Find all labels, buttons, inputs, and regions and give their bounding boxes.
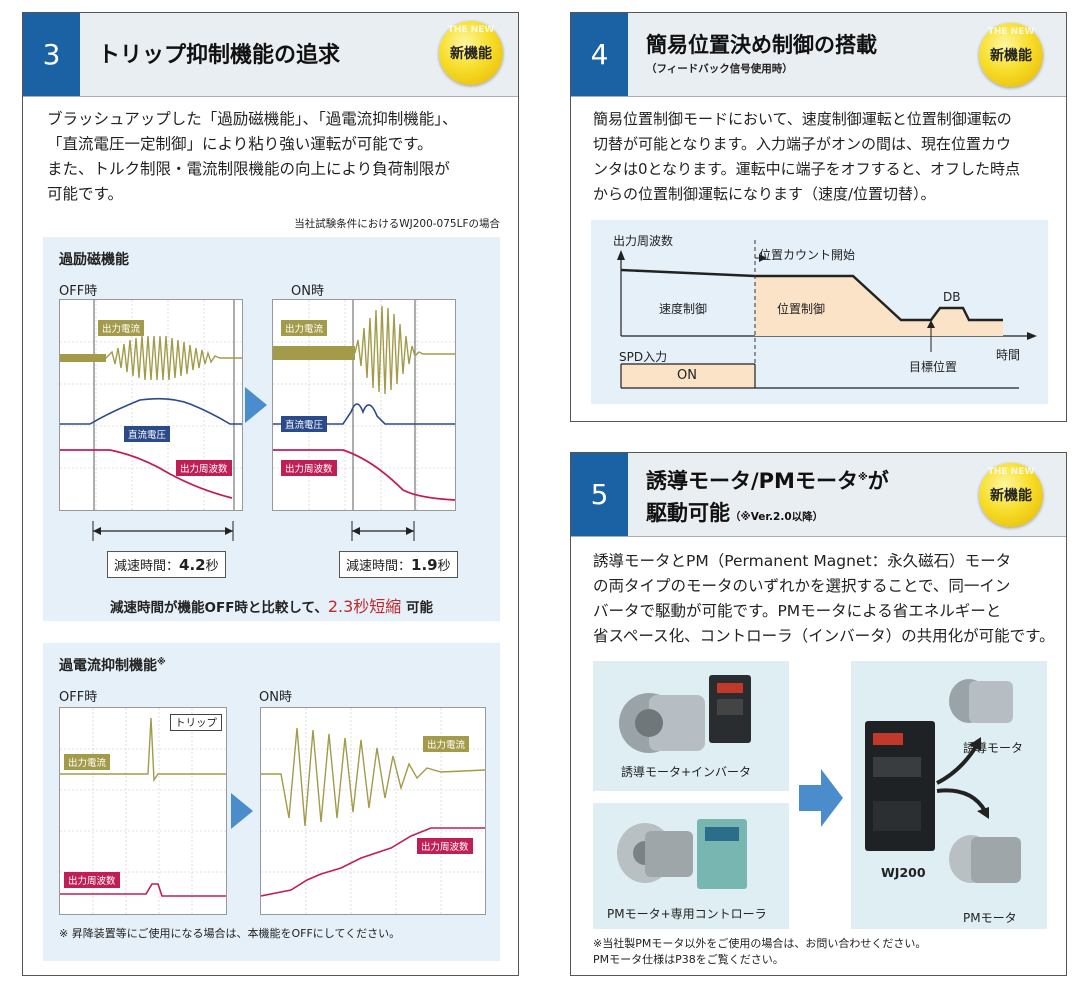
pm-motor-controller-image: PMモータ+専用コントローラ [593,803,789,929]
right-pm-label: PMモータ [963,911,1017,925]
box1-on-tag-voltage: 直流電圧 [281,416,328,432]
section-5-number: 5 [571,453,628,536]
section-4-header: 4 簡易位置決め制御の搭載 （フィードバック信号使用時） THE NEW 新機能 [571,13,1066,97]
box2-on-tag-current: 出力電流 [423,736,470,752]
new-feature-badge: THE NEW 新機能 [439,21,503,85]
box1-decel-on: 減速時間：1.9秒 [339,551,458,578]
box1-on-tag-freq: 出力周波数 [281,460,337,476]
over-excitation-box: 過励磁機能 OFF時 ON時 出力電流 直流電圧 出力周波数 [43,237,500,621]
new-feature-badge: THE NEW 新機能 [979,23,1043,87]
box2-on-scope: 出力電流 出力周波数 [260,707,486,915]
box2-arrow-icon [231,793,253,829]
diagram-y-label: 出力周波数 [613,234,674,248]
box2-off-label: OFF時 [59,690,98,705]
box2-off-scope: 出力電流 出力周波数 トリップ [59,707,227,915]
box1-off-label: OFF時 [59,284,98,299]
diagram-time: 時間 [996,348,1021,362]
box1-decel-off: 減速時間：4.2秒 [107,551,226,578]
section-4-title: 簡易位置決め制御の搭載 [646,33,877,57]
overcurrent-box: 過電流抑制機能※ OFF時 ON時 出力電流 出力周波数 トリップ [43,643,500,961]
img1-label: 誘導モータ+インバータ [621,765,752,779]
diagram-speed-control: 速度制御 [659,302,708,316]
section-5-arrow-icon [799,769,843,827]
right-induction-label: 誘導モータ [963,741,1024,755]
section-4-body: 簡易位置制御モードにおいて、速度制御運転と位置制御運転の 切替が可能となります。… [593,110,1020,203]
trip-label: トリップ [170,714,222,731]
box2-on-label: ON時 [259,690,292,705]
diagram-target: 目標位置 [909,360,958,374]
img2-label: PMモータ+専用コントローラ [607,907,767,921]
section-4-subtitle: （フィードバック信号使用時） [646,63,793,75]
box1-off-tag-voltage: 直流電圧 [124,426,171,442]
box1-on-scope: 出力電流 直流電圧 出力周波数 [272,299,456,511]
box1-off-tag-freq: 出力周波数 [176,460,232,476]
box1-off-tag-current: 出力電流 [98,320,145,336]
section-3-panel: 3 トリップ抑制機能の追求 THE NEW 新機能 ブラッシュアップした「過励磁… [22,12,519,976]
section-5-title-line2: 駆動可能（※Ver.2.0以降） [646,501,824,525]
diagram-position-control: 位置制御 [777,302,826,316]
overcurrent-title: 過電流抑制機能※ [59,657,166,674]
box2-off-tag-current: 出力電流 [64,754,111,770]
section-5-panel: 5 誘導モータ/PMモータ※が 駆動可能（※Ver.2.0以降） THE NEW… [570,452,1067,976]
diagram-db: DB [943,290,961,304]
right-model-label: WJ200 [881,865,926,880]
section-5-title-line1: 誘導モータ/PMモータ※が [646,469,889,493]
diagram-on: ON [677,368,697,383]
box1-off-scope: 出力電流 直流電圧 出力周波数 [59,299,243,511]
section-4-number: 4 [571,13,628,96]
diagram-spd-input: SPD入力 [619,350,668,364]
wj200-dual-motor-image: 誘導モータ WJ200 PMモータ [851,661,1047,929]
test-condition-note: 当社試験条件におけるWJ200-075LFの場合 [294,218,500,230]
section-5-header: 5 誘導モータ/PMモータ※が 駆動可能（※Ver.2.0以降） THE NEW… [571,453,1066,537]
section-5-footnote-1: ※当社製PMモータ以外をご使用の場合は、お問い合わせください。 [593,937,927,950]
diagram-pos-count-start: 位置カウント開始 [759,248,856,262]
position-control-diagram: 出力周波数 位置カウント開始 速度制御 位置制御 DB SPD入力 ON 時間 … [591,220,1048,404]
box1-comparison: 減速時間が機能OFF時と比較して、2.3秒短縮 可能 [110,597,433,616]
box1-decel-span-arrows [92,521,415,541]
box1-on-tag-current: 出力電流 [281,320,328,336]
box1-on-label: ON時 [291,284,324,299]
section-3-title: トリップ抑制機能の追求 [98,43,341,68]
box1-arrow-icon [245,387,267,423]
section-5-body: 誘導モータとPM（Permanent Magnet：永久磁石）モータ の両タイプ… [593,552,1055,645]
section-3-number: 3 [23,13,80,96]
induction-motor-inverter-image: 誘導モータ+インバータ [593,661,789,791]
box2-off-tag-freq: 出力周波数 [64,872,120,888]
section-5-footnote-2: PMモータ仕様はP38をご覧ください。 [593,953,784,966]
section-3-body: ブラッシュアップした「過励磁機能」、「過電流抑制機能」、 「直流電圧一定制御」に… [47,110,458,203]
new-feature-badge: THE NEW 新機能 [979,463,1043,527]
section-3-header: 3 トリップ抑制機能の追求 THE NEW 新機能 [23,13,518,97]
section-4-panel: 4 簡易位置決め制御の搭載 （フィードバック信号使用時） THE NEW 新機能… [570,12,1067,422]
box2-note: ※ 昇降装置等にご使用になる場合は、本機能をOFFにしてください。 [59,927,401,940]
box2-on-tag-freq: 出力周波数 [417,838,473,854]
over-excitation-title: 過励磁機能 [59,252,129,268]
